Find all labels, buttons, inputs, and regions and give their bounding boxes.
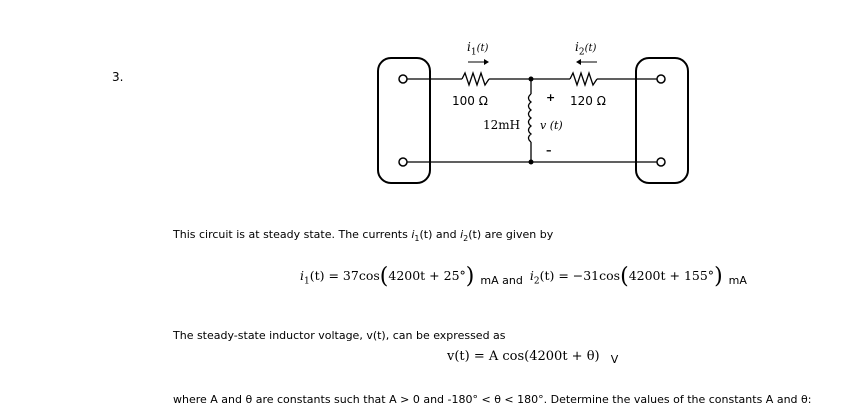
i2-label: i2(t) [575,40,597,58]
terminal-bottom-right [656,157,666,167]
resistor-120 [569,70,598,88]
i1-label: i1(t) [467,40,489,58]
terminal-top-right [656,74,666,84]
voltage-text: The steady-state inductor voltage, v(t),… [173,329,506,342]
where-text: where A and θ are constants such that A … [173,393,812,406]
left-port-box [377,57,431,184]
right-port-box [635,57,689,184]
problem-number: 3. [112,70,124,84]
r1-label: 100 Ω [452,94,488,108]
resistor-100 [461,70,490,88]
terminal-top-left [398,74,408,84]
terminal-bottom-left [398,157,408,167]
current-equations: i1(t) = 37cos(4200t + 25°) mA and i2(t) … [300,263,747,289]
r2-label: 120 Ω [570,94,606,108]
circuit-diagram [377,57,689,184]
l-label: 12mH [483,118,521,132]
intro-text: This circuit is at steady state. The cur… [173,228,554,244]
minus-sign: – [546,144,552,157]
plus-sign: + [546,91,556,104]
v-label: v (t) [540,119,563,132]
inductor-12mH [527,93,533,143]
voltage-equation: v(t) = A cos(4200t + θ) V [447,349,619,366]
